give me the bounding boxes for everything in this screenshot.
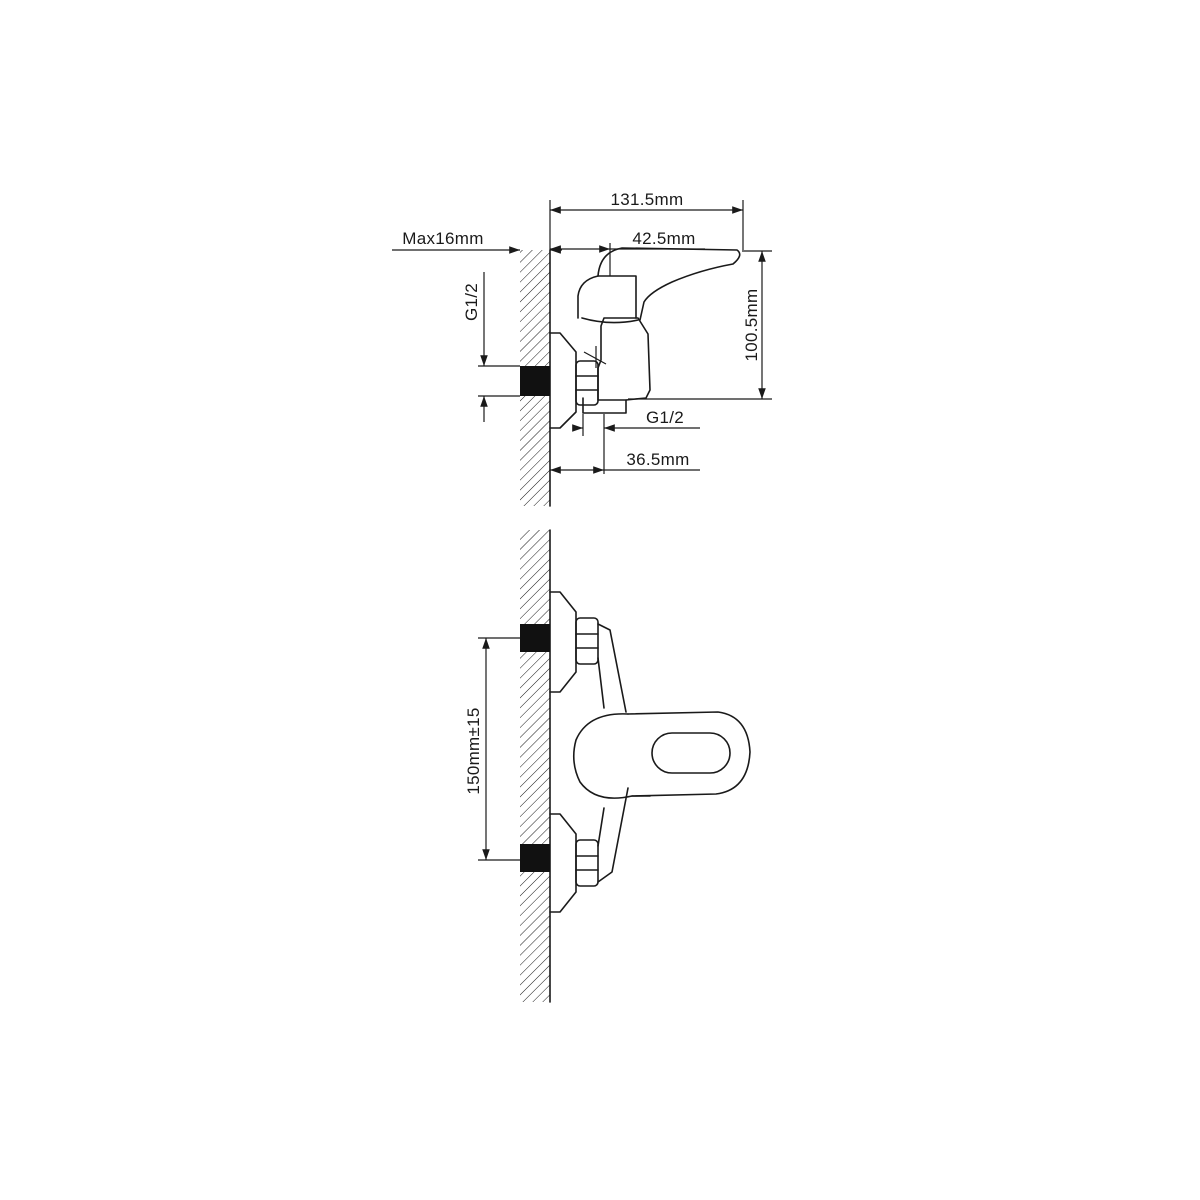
dim-inlet-thread: G1/2 [462, 272, 520, 422]
lower-arm-inner [597, 807, 605, 847]
lower-hex-nut [575, 839, 599, 887]
wall-section-bottom [520, 529, 551, 1003]
dim-inlet-thread-label: G1/2 [462, 283, 481, 321]
outlet-spout [582, 397, 627, 414]
front-view: 150mm±15 [464, 529, 751, 1003]
lower-inlet-section [520, 844, 550, 872]
front-cap [572, 713, 651, 799]
dim-outlet-offset-label: 36.5mm [626, 450, 689, 469]
lower-flange [549, 813, 577, 913]
dim-wall-thickness: Max16mm [392, 229, 562, 254]
dim-width-total-label: 131.5mm [611, 190, 684, 209]
dim-outlet-offset: 36.5mm [550, 450, 700, 474]
dim-outlet-thread-label: G1/2 [646, 408, 684, 427]
lever-slot [651, 732, 731, 774]
dim-height-total-label: 100.5mm [742, 289, 761, 362]
lower-arm-outer [597, 787, 629, 883]
upper-hex-nut [575, 617, 599, 665]
upper-arm-outer [597, 623, 627, 713]
hex-nut [575, 360, 599, 406]
lever-handle [597, 247, 741, 321]
dim-handle-offset-label: 42.5mm [632, 229, 695, 248]
dim-inlet-spacing-label: 150mm±15 [464, 707, 483, 794]
mixer-body [597, 317, 651, 401]
dim-outlet-thread: G1/2 [572, 408, 700, 474]
upper-inlet-section [520, 624, 550, 652]
side-view: 131.5mm 42.5mm 100.5mm Max16mm G [392, 190, 772, 507]
handle-seam [581, 317, 639, 324]
wall-flange [549, 332, 577, 429]
dim-inlet-spacing: 150mm±15 [464, 637, 520, 861]
upper-arm-inner [597, 657, 605, 709]
upper-flange [549, 591, 577, 693]
front-lever [627, 711, 751, 797]
dim-wall-thickness-label: Max16mm [402, 229, 483, 248]
dim-width-total: 131.5mm [549, 190, 744, 250]
inlet-pipe-section [520, 366, 550, 396]
dim-handle-offset: 42.5mm [550, 229, 705, 276]
dim-height-total: 100.5mm [628, 250, 772, 400]
cartridge-cap [577, 275, 637, 319]
